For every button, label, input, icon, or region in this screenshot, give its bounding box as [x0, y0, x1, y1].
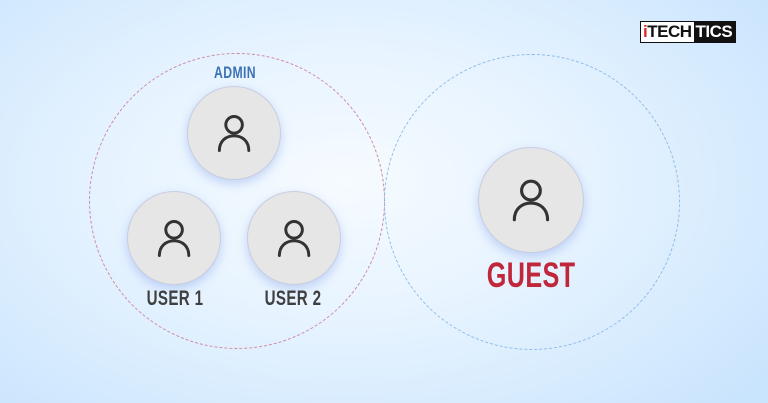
user-icon: [512, 179, 550, 222]
logo-i: i: [643, 22, 648, 41]
itechtics-logo: iTECH TICS: [640, 21, 737, 43]
admin-avatar: [187, 86, 281, 180]
user1-label: USER 1: [146, 287, 204, 310]
user-icon: [157, 219, 191, 257]
admin-label: ADMIN: [214, 63, 256, 82]
logo-tech: TECH: [647, 22, 692, 41]
user-icon: [277, 219, 311, 257]
guest-label: GUEST: [486, 256, 576, 295]
guest-avatar: [478, 147, 584, 253]
logo-part-light: iTECH: [641, 22, 694, 42]
user2-label: USER 2: [264, 287, 322, 310]
logo-part-dark: TICS: [693, 22, 736, 42]
user2-avatar: [247, 191, 341, 285]
user1-avatar: [127, 191, 221, 285]
guest-group-boundary: [384, 54, 680, 350]
user-icon: [217, 114, 251, 152]
